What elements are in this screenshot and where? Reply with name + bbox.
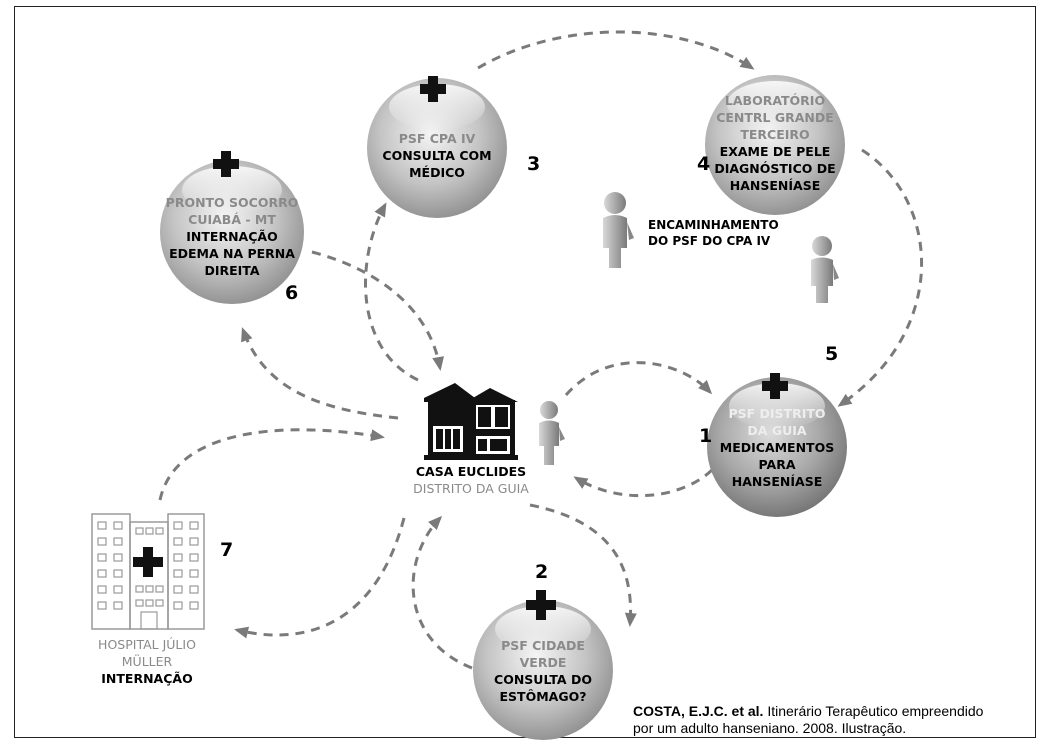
- lab-label-3: TERCEIRO: [740, 127, 810, 142]
- cross-icon: [420, 76, 446, 102]
- cpa-label-3: MÉDICO: [409, 165, 465, 180]
- lab-label-6: HANSENÍASE: [729, 178, 821, 193]
- cross-icon: [213, 151, 239, 177]
- node-psf-verde: PSF CIDADE VERDE CONSULTA DO ESTÔMAGO?: [478, 637, 608, 705]
- node-laboratorio: LABORATÓRIO CENTRL GRANDE TERCEIRO EXAME…: [698, 92, 852, 194]
- arrow-hospital-to-casa: [158, 428, 385, 501]
- step-number-1: 1: [699, 425, 713, 447]
- verde-label-4: ESTÔMAGO?: [499, 689, 587, 704]
- casa-label-2: DISTRITO DA GUIA: [413, 481, 529, 496]
- sphere-pronto-socorro: [160, 160, 304, 304]
- arrow-lab-to-guia: [837, 148, 924, 407]
- guia-label-3: MEDICAMENTOS: [719, 440, 835, 455]
- cpa-label-2: CONSULTA COM: [382, 148, 492, 163]
- hospital-label-1: HOSPITAL JÚLIO: [98, 637, 196, 652]
- arrow-guia-to-casa: [573, 468, 714, 498]
- pronto-label-5: DIREITA: [204, 263, 260, 278]
- pronto-label-3: INTERNAÇÃO: [186, 229, 278, 244]
- arrow-casa-to-pronto: [241, 327, 399, 420]
- cross-icon: [762, 373, 788, 399]
- person-icon: [603, 192, 634, 268]
- step-number-2: 2: [535, 561, 549, 583]
- step-number-6: 6: [285, 282, 299, 304]
- person-icon: [539, 401, 565, 465]
- pronto-label-1: PRONTO SOCORRO: [165, 195, 299, 210]
- lab-label-4: EXAME DE PELE: [719, 144, 831, 159]
- lab-label-1: LABORATÓRIO: [724, 93, 826, 108]
- arrow-cpa-to-lab: [477, 30, 755, 70]
- cross-icon: [526, 590, 556, 620]
- node-psf-guia: PSF DISTRITO DA GUIA MEDICAMENTOS PARA H…: [705, 405, 849, 490]
- house-icon: [424, 383, 518, 460]
- step-number-5: 5: [825, 343, 839, 365]
- arrow-verde-to-casa: [411, 515, 473, 670]
- lab-label-2: CENTRL GRANDE: [716, 110, 834, 125]
- lab-label-5: DIAGNÓSTICO DE: [714, 161, 836, 176]
- arrow-pronto-to-casa: [311, 250, 445, 371]
- node-pronto-socorro: PRONTO SOCORRO CUIABÁ - MT INTERNAÇÃO ED…: [150, 194, 314, 279]
- hospital-label-3: INTERNAÇÃO: [101, 671, 193, 686]
- guia-label-4: PARA: [758, 457, 796, 472]
- step-number-4: 4: [697, 153, 711, 175]
- pronto-label-4: EDEMA NA PERNA: [169, 246, 295, 261]
- node-hospital: HOSPITAL JÚLIO MÜLLER INTERNAÇÃO: [74, 636, 220, 687]
- step-number-3: 3: [527, 153, 541, 175]
- guia-label-2: DA GUIA: [747, 423, 807, 438]
- casa-label-1: CASA EUCLIDES: [415, 464, 527, 479]
- referral-line-2: DO PSF DO CPA IV: [648, 234, 771, 248]
- pronto-label-2: CUIABÁ - MT: [188, 212, 276, 227]
- sphere-psf-cpa: [367, 78, 507, 218]
- arrow-casa-to-verde: [529, 503, 637, 627]
- guia-label-1: PSF DISTRITO: [728, 406, 826, 421]
- verde-label-1: PSF CIDADE: [501, 638, 585, 653]
- verde-label-3: CONSULTA DO: [494, 672, 592, 687]
- arrow-casa-to-guia: [564, 361, 713, 396]
- citation: COSTA, E.J.C. et al. Itinerário Terapêut…: [633, 703, 983, 737]
- hospital-building-icon: [91, 513, 205, 630]
- citation-title-2: por um adulto hanseniano. 2008. Ilustraç…: [633, 720, 907, 736]
- guia-label-5: HANSENÍASE: [731, 474, 823, 489]
- cpa-label-1: PSF CPA IV: [398, 131, 476, 146]
- sphere-psf-verde: [473, 600, 613, 740]
- node-psf-cpa: PSF CPA IV CONSULTA COM MÉDICO: [367, 130, 507, 181]
- arrow-casa-to-hospital: [234, 517, 406, 639]
- sphere-laboratorio: [705, 75, 845, 215]
- step-number-7: 7: [220, 539, 234, 561]
- referral-note: ENCAMINHAMENTO DO PSF DO CPA IV: [648, 217, 779, 249]
- sphere-psf-guia: [707, 377, 847, 517]
- citation-authors: COSTA, E.J.C. et al.: [633, 703, 764, 719]
- arrow-casa-to-cpa: [364, 202, 419, 382]
- citation-title-1: Itinerário Terapêutico empreendido: [763, 703, 984, 719]
- node-casa-euclides: CASA EUCLIDES DISTRITO DA GUIA: [396, 463, 546, 497]
- verde-label-2: VERDE: [519, 655, 567, 670]
- person-icon: [811, 236, 839, 303]
- referral-line-1: ENCAMINHAMENTO: [648, 218, 779, 232]
- hospital-label-2: MÜLLER: [121, 654, 173, 669]
